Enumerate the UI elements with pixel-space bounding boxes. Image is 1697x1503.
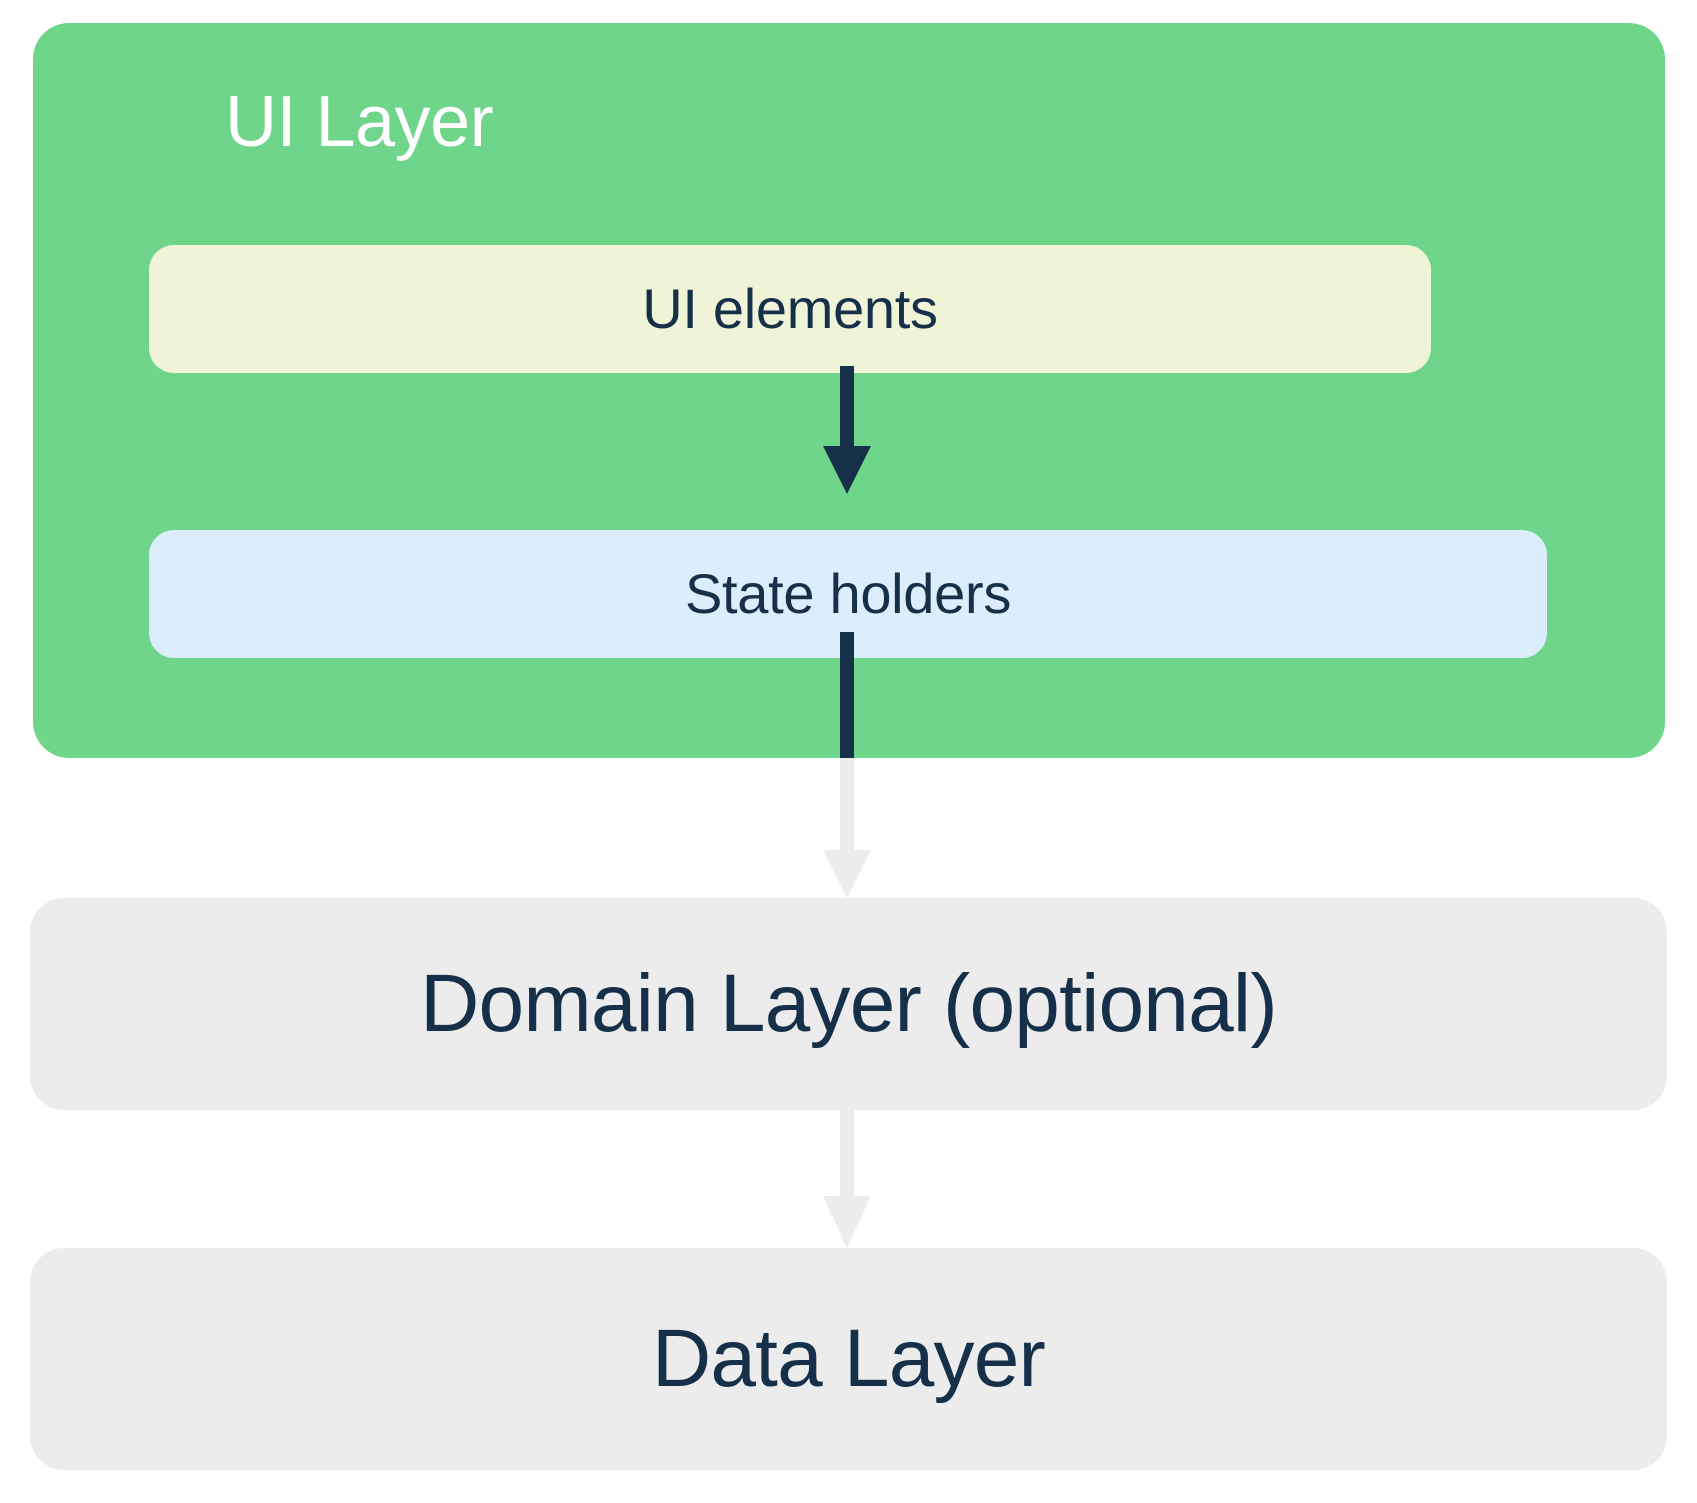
domain-layer-box: Domain Layer (optional) — [30, 898, 1667, 1110]
ui-layer-title: UI Layer — [225, 82, 494, 162]
ui-layer-container: UI Layer UI elements State holders — [33, 23, 1665, 758]
data-layer-label: Data Layer — [651, 1313, 1046, 1404]
data-layer-box: Data Layer — [30, 1248, 1667, 1470]
state-holders-label: State holders — [684, 562, 1012, 625]
state-holders-box: State holders — [149, 530, 1547, 658]
ui-elements-label: UI elements — [642, 277, 938, 340]
ui-elements-box: UI elements — [149, 245, 1431, 373]
arrow-down-icon-domain-layer-to-data-layer — [810, 1108, 884, 1252]
domain-layer-label: Domain Layer (optional) — [420, 958, 1278, 1049]
